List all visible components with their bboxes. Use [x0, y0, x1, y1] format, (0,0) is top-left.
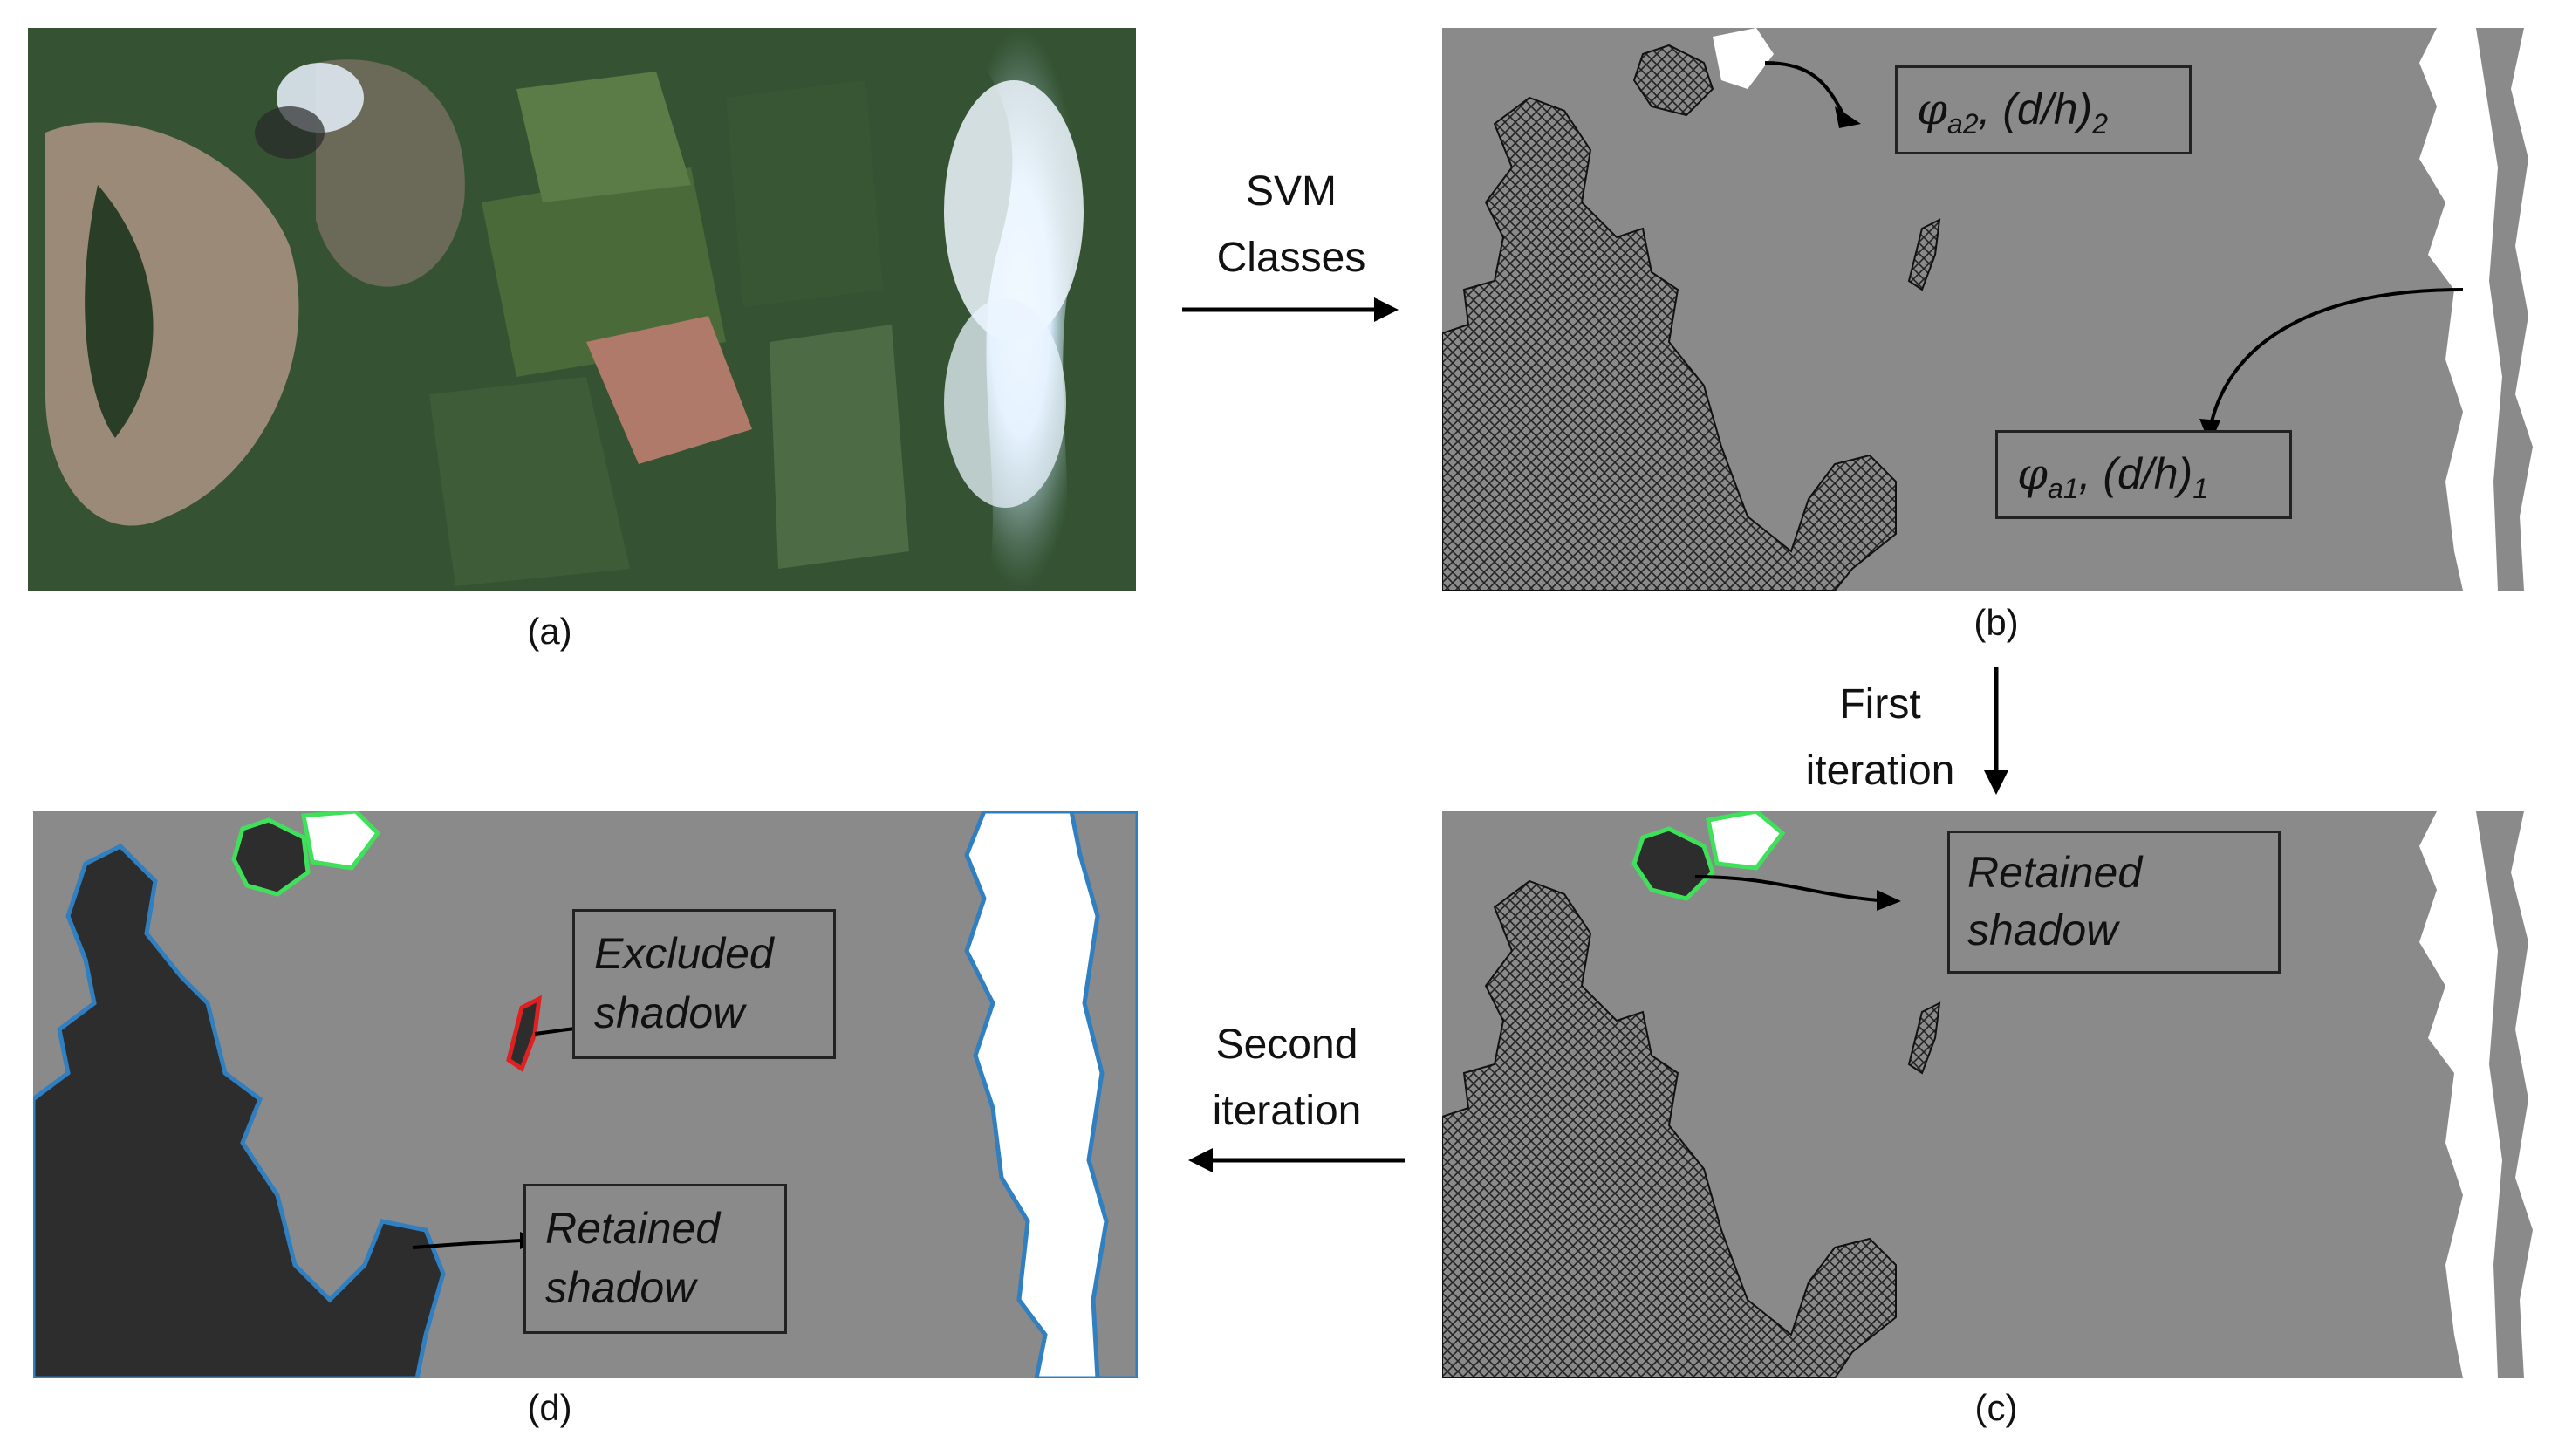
- second-iteration-label: Second iteration: [1169, 1012, 1405, 1145]
- dh-2: , (d/h): [1978, 85, 2093, 133]
- dh-sub-1: 1: [2192, 473, 2208, 504]
- annotation-excluded-shadow-d: Excluded shadow: [572, 909, 836, 1059]
- caption-b: (b): [1973, 602, 2019, 643]
- panel-a-satellite-image: [28, 28, 1136, 591]
- svm-arrow: [1182, 297, 1399, 322]
- second-label-line2: iteration: [1212, 1088, 1362, 1134]
- annotation-phi-a2: φa2, (d/h)2: [1895, 65, 2192, 154]
- excluded-d-line2: shadow: [594, 988, 745, 1037]
- phi-sub-a1: a1: [2048, 473, 2079, 504]
- annotation-retained-shadow-d: Retained shadow: [523, 1184, 787, 1334]
- caption-d: (d): [527, 1387, 572, 1428]
- panel-b-svm-classes: [1442, 28, 2550, 591]
- annotation-phi-a1: φa1, (d/h)1: [1995, 430, 2292, 519]
- first-iteration-arrow: [1984, 667, 2008, 795]
- svm-label-line1: SVM: [1245, 168, 1337, 215]
- retained-c-line1: Retained: [1967, 848, 2143, 897]
- phi-symbol-1: φ: [2017, 448, 2049, 499]
- phi-symbol-2: φ: [1917, 84, 1948, 134]
- svm-label-line2: Classes: [1216, 235, 1366, 281]
- retained-d-line2: shadow: [545, 1263, 696, 1312]
- second-iteration-arrow: [1188, 1148, 1405, 1172]
- dh-1: , (d/h): [2078, 449, 2193, 498]
- first-label-line2: iteration: [1805, 748, 1955, 794]
- second-label-line1: Second: [1215, 1022, 1358, 1068]
- svm-classes-label: SVM Classes: [1173, 159, 1409, 291]
- caption-c: (c): [1974, 1387, 2018, 1428]
- excluded-d-line1: Excluded: [594, 929, 774, 978]
- retained-d-line1: Retained: [545, 1204, 721, 1253]
- caption-a: (a): [527, 611, 572, 652]
- phi-sub-a2: a2: [1947, 108, 1979, 140]
- first-iteration-label: First iteration: [1762, 672, 1998, 804]
- annotation-retained-shadow-c: Retained shadow: [1947, 831, 2281, 974]
- retained-c-line2: shadow: [1967, 906, 2118, 954]
- first-label-line1: First: [1839, 681, 1921, 728]
- dh-sub-2: 2: [2092, 108, 2108, 140]
